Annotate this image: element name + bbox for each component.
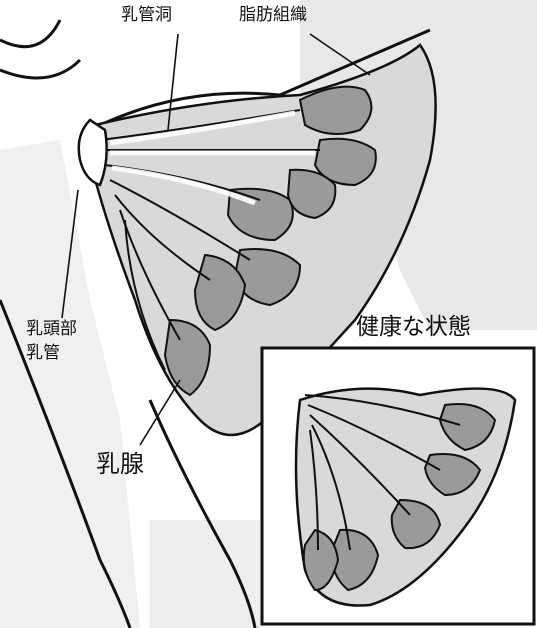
nipple <box>77 118 108 187</box>
background-shade-bottom <box>150 520 260 628</box>
label-lactiferous-sinus: 乳管洞 <box>121 5 172 25</box>
arm-outline <box>0 19 62 49</box>
breast-underside <box>148 399 257 628</box>
label-mammary-gland: 乳腺 <box>96 450 144 478</box>
label-healthy-state: 健康な状態 <box>356 314 471 340</box>
label-nipple-duct-line2: 乳管 <box>26 343 60 363</box>
background-shade-left <box>0 140 140 628</box>
healthy-ducts <box>304 394 461 551</box>
torso-outline-left <box>0 299 132 628</box>
label-adipose-tissue: 脂肪組織 <box>239 5 307 25</box>
shoulder-outline <box>0 58 82 80</box>
milk-ducts-inner <box>109 110 315 206</box>
leader-lactiferous-sinus <box>167 33 179 131</box>
healthy-gland-lobules <box>302 403 497 592</box>
leader-nipple-duct <box>61 189 79 319</box>
leader-adipose-tissue <box>309 33 371 76</box>
leader-mammary-gland <box>139 379 181 446</box>
label-nipple-duct-line1: 乳頭部 <box>26 319 77 339</box>
